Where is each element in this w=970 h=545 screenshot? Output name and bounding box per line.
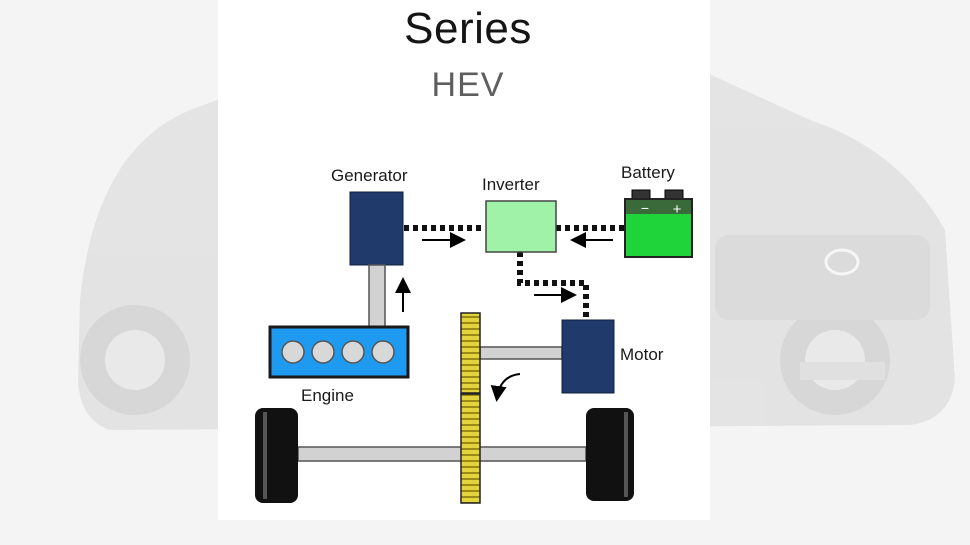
page-title: Series	[404, 4, 532, 53]
wheel-left	[255, 408, 298, 503]
axle	[297, 446, 587, 462]
battery-plus-sign: +	[673, 201, 682, 218]
battery-label: Battery	[621, 163, 675, 182]
battery-top-band	[626, 200, 691, 214]
inverter-label: Inverter	[482, 175, 540, 194]
generator-label: Generator	[331, 166, 408, 185]
engine-generator-shaft	[368, 264, 386, 328]
motor-label: Motor	[620, 345, 664, 364]
motor-gear-shaft	[479, 346, 563, 360]
curved-arrow-icon	[490, 373, 521, 402]
page-subtitle: HEV	[431, 66, 505, 104]
battery-minus-sign: −	[641, 200, 649, 216]
inverter-motor-link	[517, 252, 589, 320]
wheel-right	[586, 408, 634, 501]
engine-label: Engine	[301, 386, 354, 405]
generator-block	[349, 191, 404, 266]
motor-block	[561, 319, 615, 394]
engine-cylinders	[281, 340, 395, 364]
inverter-block	[485, 200, 557, 253]
gear-lower	[460, 393, 481, 504]
gear-upper	[460, 312, 481, 394]
